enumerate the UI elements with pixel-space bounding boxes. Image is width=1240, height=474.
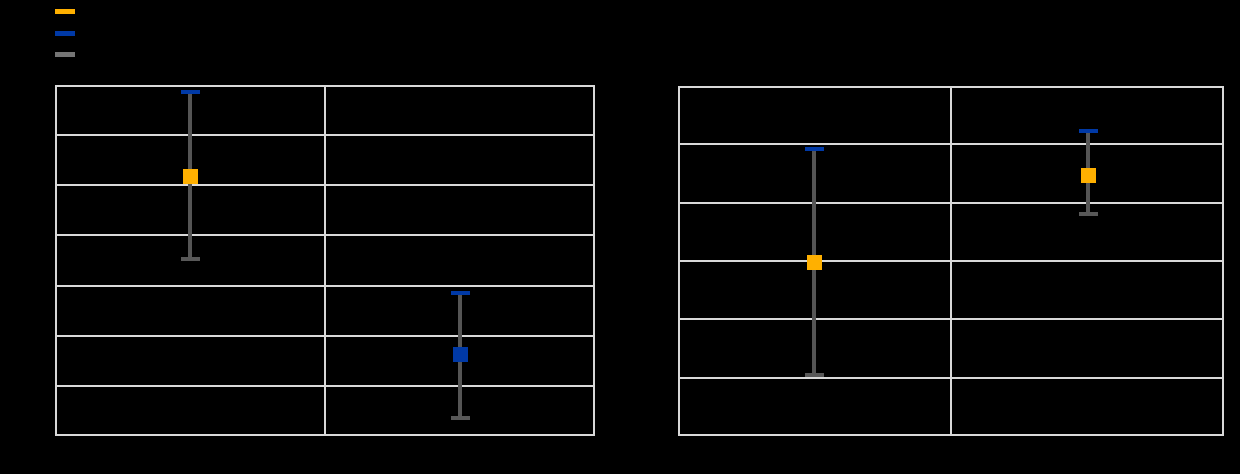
errorbar-top-cap <box>450 290 470 295</box>
errorbar-marker <box>1080 167 1096 183</box>
errorbar-top-cap <box>1078 129 1098 133</box>
errorbar-bottom-cap <box>450 415 470 420</box>
errorbar-marker <box>182 168 198 184</box>
errorbar-marker <box>452 346 468 362</box>
legend-swatch-series-3 <box>55 52 75 57</box>
errorbar-bottom-cap <box>804 372 824 377</box>
left-panel-gridline-column <box>324 85 326 436</box>
errorbar-top-cap <box>804 146 824 151</box>
right-panel-gridline-column <box>950 86 952 436</box>
errorbar-top-cap <box>180 89 200 94</box>
legend-swatch-series-2 <box>55 30 75 36</box>
errorbar-bottom-cap <box>180 256 200 261</box>
errorbar-marker <box>806 254 822 270</box>
errorbar-bottom-cap <box>1078 212 1098 216</box>
legend-swatch-series-1 <box>55 9 75 14</box>
